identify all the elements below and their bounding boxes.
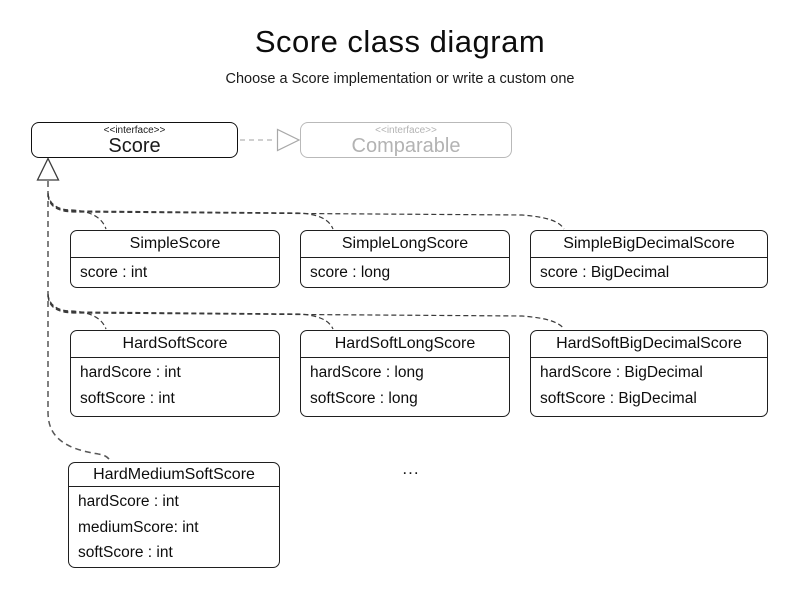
realization-triangle-icon: [36, 157, 60, 181]
realization-line-hardsoftbigdecimalscore: [47, 295, 565, 330]
class-attribute: score : int: [80, 264, 148, 281]
page-title: Score class diagram: [254, 24, 546, 59]
class-box-hardsoftbigdecimalscore: HardSoftBigDecimalScore hardScore : BigD…: [530, 330, 768, 417]
class-attribute: hardScore : int: [80, 364, 181, 381]
class-title: SimpleBigDecimalScore: [531, 231, 767, 258]
class-title: HardSoftScore: [71, 331, 279, 358]
class-attribute-list: score : int: [71, 258, 279, 286]
class-attribute: mediumScore: int: [78, 518, 199, 536]
interface-name: Comparable: [351, 135, 461, 157]
class-attribute: score : long: [310, 264, 391, 281]
comparable-triangle-icon: [276, 128, 301, 152]
interface-name: Score: [108, 135, 161, 157]
class-attribute: softScore : int: [78, 544, 173, 561]
class-title: SimpleScore: [71, 231, 279, 258]
page-subtitle: Choose a Score implementation or write a…: [225, 71, 575, 87]
realization-line-simplescore: [47, 192, 107, 230]
class-attribute: hardScore : int: [78, 493, 179, 510]
class-box-simplelongscore: SimpleLongScore score : long: [300, 230, 510, 288]
class-title: SimpleLongScore: [301, 231, 509, 258]
class-attribute: softScore : int: [80, 389, 175, 407]
class-attribute: hardScore : long: [310, 364, 424, 381]
more-implementations-ellipsis: ...: [402, 459, 420, 478]
class-box-hardsoftscore: HardSoftScore hardScore : int softScore …: [70, 330, 280, 417]
class-title: HardSoftLongScore: [301, 331, 509, 358]
class-title: HardSoftBigDecimalScore: [531, 331, 767, 358]
class-box-hardsoftlongscore: HardSoftLongScore hardScore : long softS…: [300, 330, 510, 417]
interface-box-score: <<interface>> Score: [31, 122, 238, 158]
class-box-simplebigdecimalscore: SimpleBigDecimalScore score : BigDecimal: [530, 230, 768, 288]
class-attribute-list: hardScore : BigDecimal softScore : BigDe…: [531, 358, 767, 411]
realization-line-hardsoftscore: [47, 293, 107, 330]
realization-line-simplebigdecimalscore: [47, 194, 565, 230]
realization-line-simplelongscore: [47, 193, 334, 230]
class-box-hardmediumsoftscore: HardMediumSoftScore hardScore : int medi…: [68, 462, 280, 568]
class-attribute-list: hardScore : int mediumScore: int softSco…: [69, 487, 279, 566]
class-attribute: score : BigDecimal: [540, 264, 670, 281]
class-box-simplescore: SimpleScore score : int: [70, 230, 280, 288]
class-title: HardMediumSoftScore: [69, 463, 279, 487]
class-attribute: softScore : long: [310, 389, 418, 407]
stereotype-label: <<interface>>: [103, 125, 166, 136]
stereotype-label: <<interface>>: [375, 125, 437, 136]
class-attribute: softScore : BigDecimal: [540, 389, 697, 407]
class-attribute-list: hardScore : int softScore : int: [71, 358, 279, 411]
class-attribute-list: hardScore : long softScore : long: [301, 358, 509, 411]
interface-box-comparable: <<interface>> Comparable: [300, 122, 512, 158]
class-attribute-list: score : BigDecimal: [531, 258, 767, 286]
realization-line-hardsoftlongscore: [47, 294, 334, 330]
class-attribute: hardScore : BigDecimal: [540, 364, 703, 381]
realization-spine-line: [47, 181, 111, 462]
class-attribute-list: score : long: [301, 258, 509, 286]
